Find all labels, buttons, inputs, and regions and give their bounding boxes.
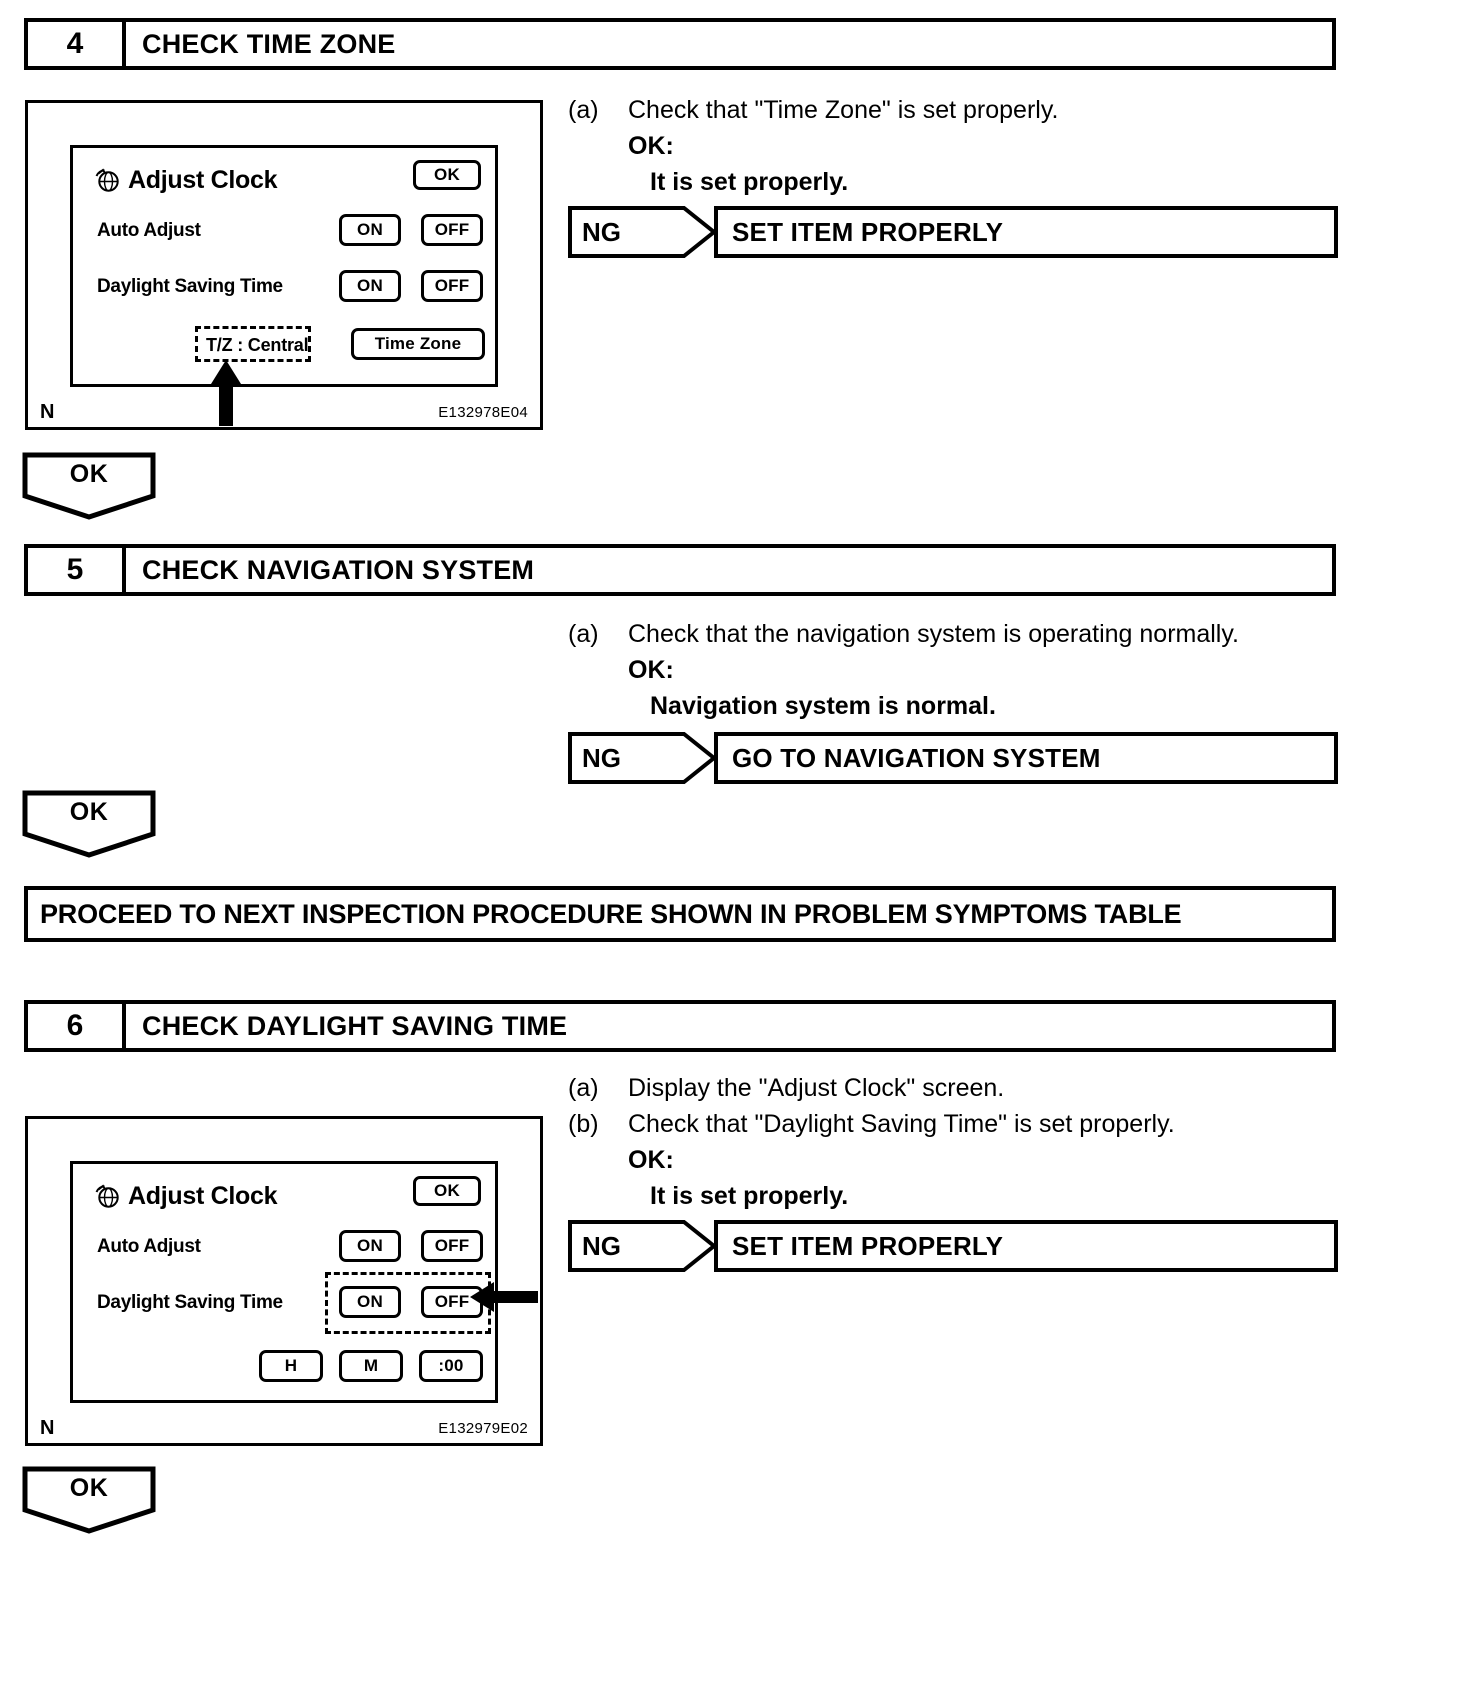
auto-adjust-label: Auto Adjust — [97, 1236, 201, 1257]
ng-tag-shape — [568, 1220, 716, 1272]
ok-pennant-5: OK — [22, 790, 156, 858]
figure-footer: N E132979E02 — [28, 1415, 540, 1441]
ng-row-6: NG SET ITEM PROPERLY — [568, 1220, 1338, 1272]
ng-label: NG — [582, 217, 621, 247]
ng-action-box[interactable]: GO TO NAVIGATION SYSTEM — [714, 732, 1338, 784]
step-header-4: 4 CHECK TIME ZONE — [24, 18, 1336, 70]
proceed-banner: PROCEED TO NEXT INSPECTION PROCEDURE SHO… — [24, 886, 1336, 942]
ng-label: NG — [582, 1231, 621, 1261]
adjust-clock-screen: Adjust Clock OK Auto Adjust ON OFF Dayli… — [70, 1161, 498, 1403]
figure-footer: N E132978E04 — [28, 399, 540, 425]
screen-title-row: Adjust Clock — [95, 1178, 481, 1214]
hour-button[interactable]: H — [259, 1350, 323, 1382]
ng-action-box[interactable]: SET ITEM PROPERLY — [714, 1220, 1338, 1272]
procedure-text: Check that "Time Zone" is set properly. — [628, 96, 1059, 124]
adjust-clock-screen: Adjust Clock OK Auto Adjust ON OFF Dayli… — [70, 145, 498, 387]
ok-pennant-shape — [22, 452, 156, 520]
daylight-saving-label: Daylight Saving Time — [97, 1292, 283, 1313]
reset-seconds-button[interactable]: :00 — [419, 1350, 483, 1382]
ok-pennant-shape — [22, 1466, 156, 1534]
timezone-value: T/Z : Central — [206, 335, 309, 355]
ng-action-box[interactable]: SET ITEM PROPERLY — [714, 206, 1338, 258]
ok-pennant-label: OK — [69, 798, 109, 826]
figure-code: E132979E02 — [438, 1419, 528, 1437]
figure-code: E132978E04 — [438, 403, 528, 421]
ok-pennant-label: OK — [69, 460, 109, 488]
ok-label: OK: — [628, 656, 674, 684]
step-number: 6 — [28, 1004, 126, 1048]
procedure-text: Display the "Adjust Clock" screen. — [628, 1074, 1005, 1102]
auto-adjust-on-button[interactable]: ON — [339, 214, 401, 246]
procedure-line: (a) Check that the navigation system is … — [568, 616, 1358, 652]
time-zone-button[interactable]: Time Zone — [351, 328, 485, 360]
step-title: CHECK NAVIGATION SYSTEM — [142, 554, 535, 585]
pointer-arrow-up-icon — [211, 360, 241, 426]
step-number: 4 — [28, 22, 126, 66]
ng-row-4: NG SET ITEM PROPERLY — [568, 206, 1338, 258]
ok-pennant-6: OK — [22, 1466, 156, 1534]
ok-pennant-4: OK — [22, 452, 156, 520]
procedure-marker: (a) — [568, 620, 599, 648]
procedure-block-5: (a) Check that the navigation system is … — [568, 616, 1358, 724]
ng-label: NG — [582, 743, 621, 773]
ng-tag-shape — [568, 206, 716, 258]
procedure-text: Check that the navigation system is oper… — [628, 620, 1239, 648]
screen-ok-button[interactable]: OK — [413, 1176, 481, 1206]
step-number: 5 — [28, 548, 126, 592]
auto-adjust-on-button[interactable]: ON — [339, 1230, 401, 1262]
auto-adjust-off-button[interactable]: OFF — [421, 214, 483, 246]
figure-corner-label: N — [40, 400, 55, 423]
minute-button[interactable]: M — [339, 1350, 403, 1382]
illustration-daylight-saving: Adjust Clock OK Auto Adjust ON OFF Dayli… — [25, 1116, 543, 1446]
ok-pennant-shape — [22, 790, 156, 858]
timezone-value-highlight — [195, 326, 311, 362]
screen-title: Adjust Clock — [128, 1181, 278, 1210]
ng-row-5: NG GO TO NAVIGATION SYSTEM — [568, 732, 1338, 784]
ng-tag-shape — [568, 732, 716, 784]
procedure-block-4: (a) Check that "Time Zone" is set proper… — [568, 92, 1348, 200]
daylight-saving-on-button[interactable]: ON — [339, 270, 401, 302]
daylight-saving-on-button[interactable]: ON — [339, 1286, 401, 1318]
step-title: CHECK TIME ZONE — [142, 28, 396, 59]
ok-value: Navigation system is normal. — [650, 692, 996, 720]
ng-action-label: SET ITEM PROPERLY — [732, 216, 1004, 247]
screen-ok-button[interactable]: OK — [413, 160, 481, 190]
procedure-marker: (b) — [568, 1110, 599, 1138]
procedure-line: (b) Check that "Daylight Saving Time" is… — [568, 1106, 1358, 1142]
clock-globe-icon — [95, 1184, 119, 1208]
daylight-saving-off-button[interactable]: OFF — [421, 1286, 483, 1318]
clock-globe-icon — [95, 168, 119, 192]
procedure-block-6: (a) Display the "Adjust Clock" screen. (… — [568, 1070, 1358, 1214]
procedure-marker: (a) — [568, 96, 599, 124]
screen-title-row: Adjust Clock — [95, 162, 481, 198]
proceed-banner-label: PROCEED TO NEXT INSPECTION PROCEDURE SHO… — [40, 898, 1182, 929]
auto-adjust-label: Auto Adjust — [97, 220, 201, 241]
step-title: CHECK DAYLIGHT SAVING TIME — [142, 1010, 568, 1041]
ng-action-label: SET ITEM PROPERLY — [732, 1230, 1004, 1261]
ok-value: It is set properly. — [650, 168, 849, 196]
ok-pennant-label: OK — [69, 1474, 109, 1502]
procedure-line: (a) Display the "Adjust Clock" screen. — [568, 1070, 1358, 1106]
daylight-saving-label: Daylight Saving Time — [97, 276, 283, 297]
ok-value: It is set properly. — [650, 1182, 849, 1210]
auto-adjust-off-button[interactable]: OFF — [421, 1230, 483, 1262]
step-header-5: 5 CHECK NAVIGATION SYSTEM — [24, 544, 1336, 596]
figure-corner-label: N — [40, 1416, 55, 1439]
ng-action-label: GO TO NAVIGATION SYSTEM — [732, 742, 1101, 773]
procedure-marker: (a) — [568, 1074, 599, 1102]
ok-label: OK: — [628, 1146, 674, 1174]
procedure-line: (a) Check that "Time Zone" is set proper… — [568, 92, 1348, 128]
pointer-arrow-left-icon — [470, 1282, 538, 1312]
screen-title: Adjust Clock — [128, 165, 278, 194]
procedure-text: Check that "Daylight Saving Time" is set… — [628, 1110, 1175, 1138]
ok-label: OK: — [628, 132, 674, 160]
daylight-saving-off-button[interactable]: OFF — [421, 270, 483, 302]
illustration-time-zone: Adjust Clock OK Auto Adjust ON OFF Dayli… — [25, 100, 543, 430]
step-header-6: 6 CHECK DAYLIGHT SAVING TIME — [24, 1000, 1336, 1052]
